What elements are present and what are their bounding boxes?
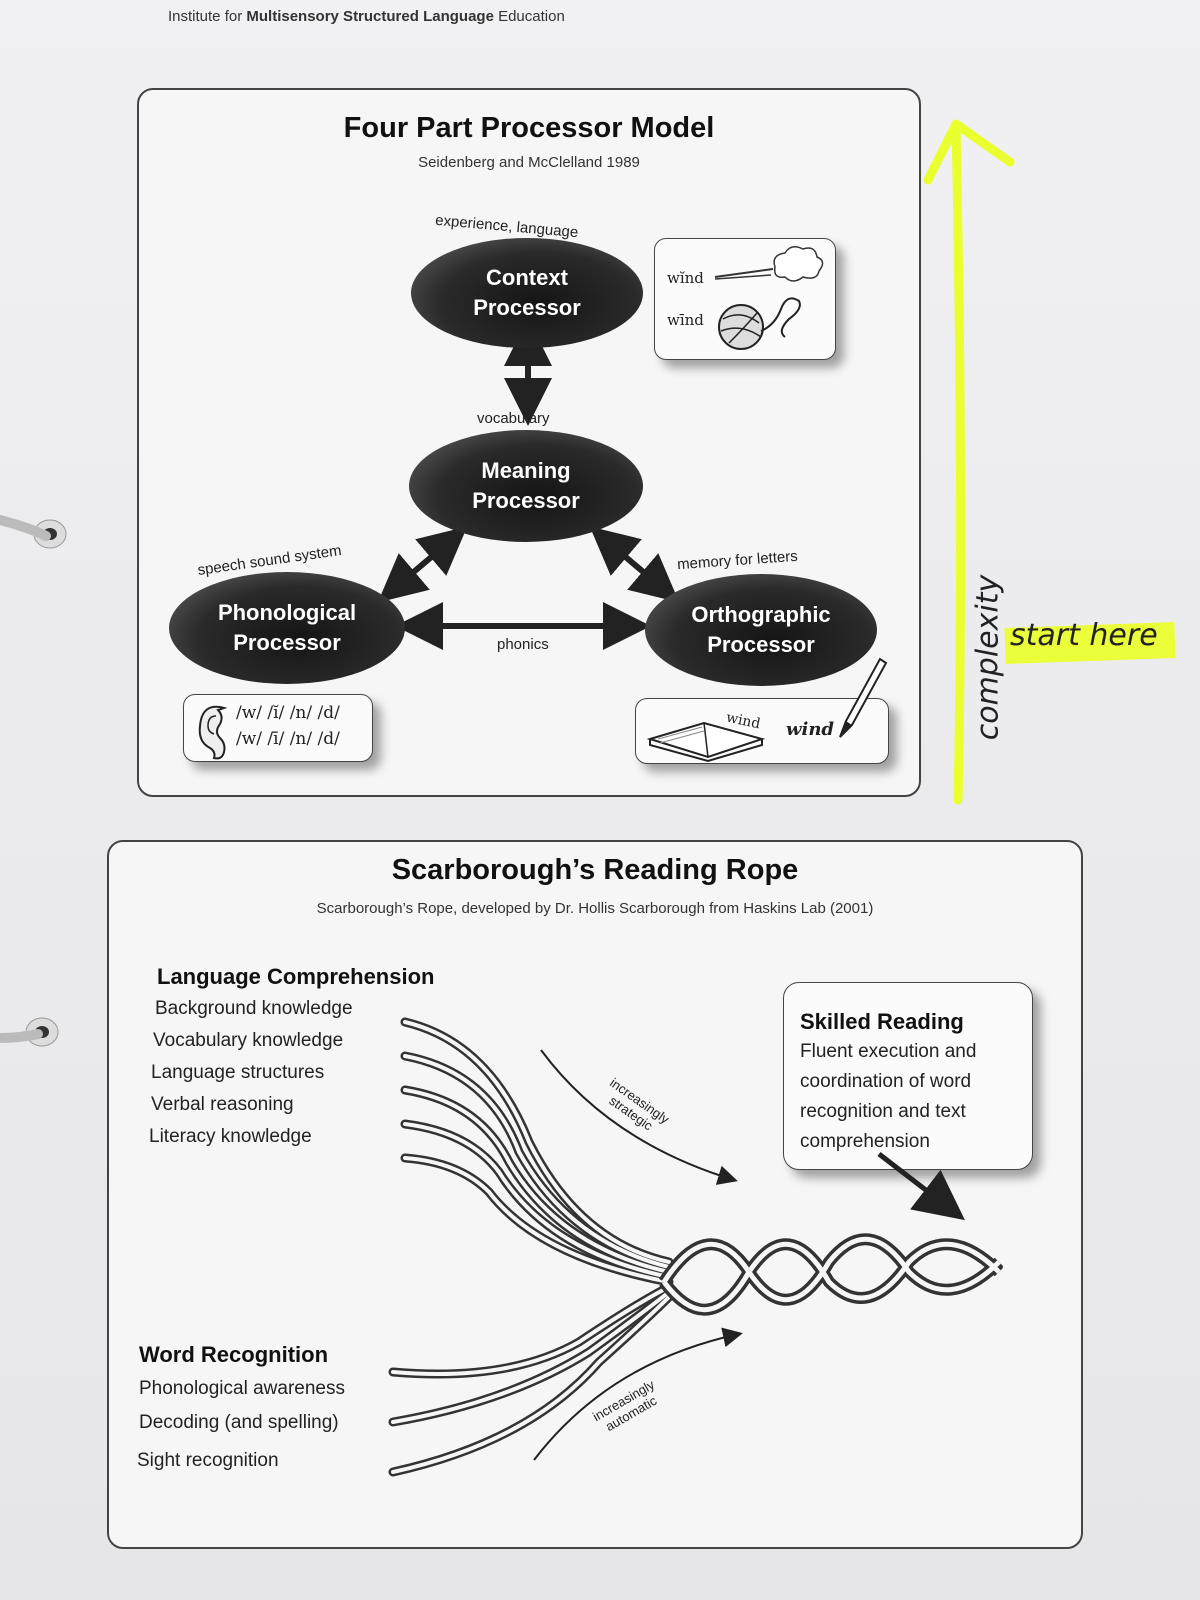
skilled-reading-heading: Skilled Reading (800, 1009, 964, 1034)
reading-rope-title: Scarborough’s Reading Rope (391, 854, 799, 886)
phono-line2: Processor (233, 630, 341, 655)
lc-item: Vocabulary knowledge (153, 1030, 344, 1051)
phono-line1: Phonological (217, 600, 357, 625)
binder-ring-icon (0, 515, 67, 549)
skilled-reading-line: comprehension (800, 1131, 930, 1152)
wind-cloud-icon (714, 246, 824, 282)
automatic-arrow (533, 1327, 743, 1461)
wr-item: Sight recognition (137, 1450, 279, 1471)
phonological-processor: Phonological Processor (169, 572, 405, 684)
language-comprehension-heading: Language Comprehension (157, 964, 435, 989)
skilled-reading-card: Skilled Reading Fluent execution and coo… (783, 982, 1033, 1170)
page-header: Institute for Multisensory Structured La… (168, 8, 565, 25)
lc-item: Language structures (151, 1062, 325, 1083)
header-suffix: Education (493, 8, 565, 25)
meaning-processor: Meaning Processor (409, 430, 643, 542)
processor-model-title: Four Part Processor Model (343, 112, 715, 144)
context-processor: Context Processor (411, 238, 643, 348)
phoneme-example-card: /w/ /ĭ/ /n/ /d/ /w/ /ī/ /n/ /d/ (183, 694, 373, 762)
orthography-example-card: wind wind (635, 657, 889, 764)
lc-item: Verbal reasoning (151, 1094, 294, 1115)
processor-connections (377, 318, 680, 650)
twisted-rope (658, 1233, 1004, 1316)
reading-rope-illustration (388, 1017, 1004, 1477)
reading-rope-panel: Scarborough’s Reading Rope Scarborough’s… (107, 840, 1083, 1549)
context-line1: Context (486, 265, 568, 290)
wind-short-word: wĭnd (667, 269, 704, 287)
processor-model-panel: Four Part Processor Model Seidenberg and… (137, 88, 921, 797)
context-example-card: wĭnd wīnd (654, 238, 836, 360)
reading-rope-subtitle: Scarborough’s Rope, developed by Dr. Hol… (316, 900, 874, 917)
skilled-reading-line: recognition and text (800, 1101, 966, 1122)
word-strands (388, 1282, 674, 1477)
language-strands (400, 1017, 674, 1287)
processor-model-subtitle: Seidenberg and McClelland 1989 (418, 154, 640, 171)
word-recognition-heading: Word Recognition (139, 1342, 329, 1367)
complexity-label: complexity (970, 574, 1006, 741)
start-here-label: start here (1010, 618, 1158, 653)
wr-item: Phonological awareness (139, 1378, 345, 1399)
ear-icon (198, 705, 228, 760)
wr-item: Decoding (and spelling) (139, 1412, 339, 1433)
complexity-arrow-icon (923, 119, 1015, 805)
lc-item: Literacy knowledge (149, 1126, 312, 1147)
handwritten-word: wind (786, 719, 835, 740)
vocabulary-label: vocabulary (477, 410, 550, 427)
meaning-line1: Meaning (481, 458, 571, 483)
meaning-phono-arrow (377, 526, 468, 603)
wind-long-word: wīnd (667, 311, 704, 329)
strategic-arrow (540, 1049, 738, 1185)
header-prefix: Institute for (168, 8, 247, 25)
phoneme-line2: /w/ /ī/ /n/ /d/ (236, 729, 340, 749)
ortho-line1: Orthographic (691, 602, 831, 627)
skilled-reading-line: coordination of word (800, 1071, 972, 1092)
binder-ring-icon (0, 1017, 59, 1047)
meaning-line2: Processor (472, 488, 580, 513)
context-line2: Processor (473, 295, 581, 320)
header-bold: Multisensory Structured Language (246, 8, 494, 25)
lc-item: Background knowledge (155, 998, 353, 1019)
yarn-ball-icon (718, 297, 801, 350)
skilled-reading-line: Fluent execution and (800, 1041, 977, 1062)
pencil-icon (839, 657, 888, 738)
open-book-icon (646, 721, 766, 763)
skilled-reading-pointer (877, 1152, 965, 1221)
orthographic-processor: Orthographic Processor (645, 574, 877, 686)
meaning-ortho-arrow (589, 526, 680, 603)
phonics-label: phonics (497, 636, 549, 653)
phoneme-line1: /w/ /ĭ/ /n/ /d/ (236, 703, 340, 723)
ortho-line2: Processor (707, 632, 815, 657)
